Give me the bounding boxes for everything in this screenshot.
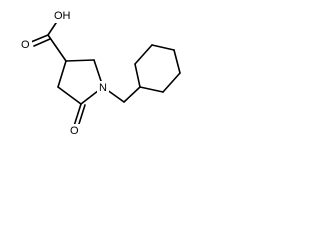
bond-ch2-cy (123, 86, 141, 103)
bond-c-o-double-2 (33, 38, 51, 47)
ring-n-label: N (99, 82, 107, 94)
bond-c5-o-double-2 (77, 104, 86, 128)
bond-c5-o-double-1 (73, 103, 82, 127)
bond-ring-c5-c4 (57, 86, 82, 105)
carboxyl-oh-label: OH (54, 10, 71, 22)
bond-cy-3 (151, 44, 175, 51)
bond-c-o-double-1 (30, 34, 49, 43)
bond-cy-4 (173, 49, 181, 74)
bond-cy-6 (139, 86, 164, 93)
bond-cy-1 (134, 63, 141, 88)
bond-ring-c3-c2 (65, 59, 95, 62)
bond-cy-2 (134, 44, 153, 65)
bond-ring-c4-c3 (57, 60, 67, 88)
bond-cy-5 (162, 72, 181, 93)
carboxyl-o-label: O (21, 39, 30, 51)
bond-c-ring (47, 34, 67, 62)
chemical-structure-diagram: OH O N O (19, 9, 181, 138)
carbonyl-o-label: O (70, 125, 79, 137)
